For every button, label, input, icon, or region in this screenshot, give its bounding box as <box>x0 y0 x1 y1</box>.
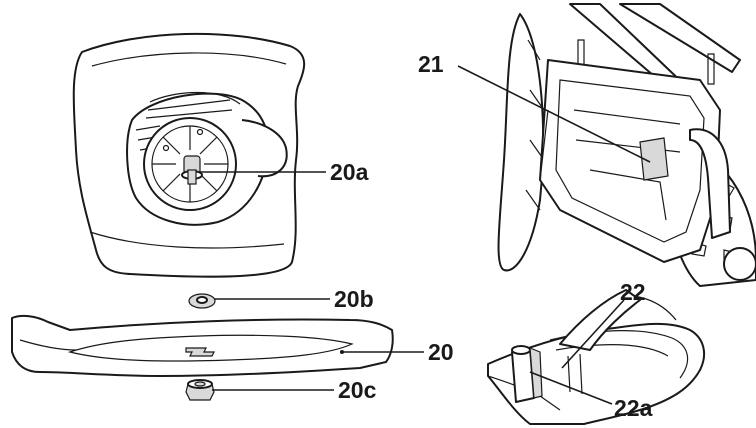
label-20: 20 <box>428 339 454 365</box>
label-22a: 22a <box>614 395 653 421</box>
mower-deck-underside <box>72 32 306 278</box>
leader-22 <box>561 299 625 369</box>
leader-22a <box>529 371 613 405</box>
chute-insert-22 <box>487 289 706 425</box>
label-20c: 20c <box>338 377 377 403</box>
washer-20b <box>188 293 216 309</box>
mower-rear-chute <box>497 3 756 287</box>
shaft-20a <box>181 155 203 185</box>
leader-21 <box>457 65 651 163</box>
nut-20c <box>185 379 215 401</box>
label-21: 21 <box>418 51 444 77</box>
post-22a <box>511 345 543 403</box>
label-20a: 20a <box>330 159 369 185</box>
blade-20 <box>11 314 394 377</box>
label-22: 22 <box>620 279 646 305</box>
label-20b: 20b <box>334 286 374 312</box>
